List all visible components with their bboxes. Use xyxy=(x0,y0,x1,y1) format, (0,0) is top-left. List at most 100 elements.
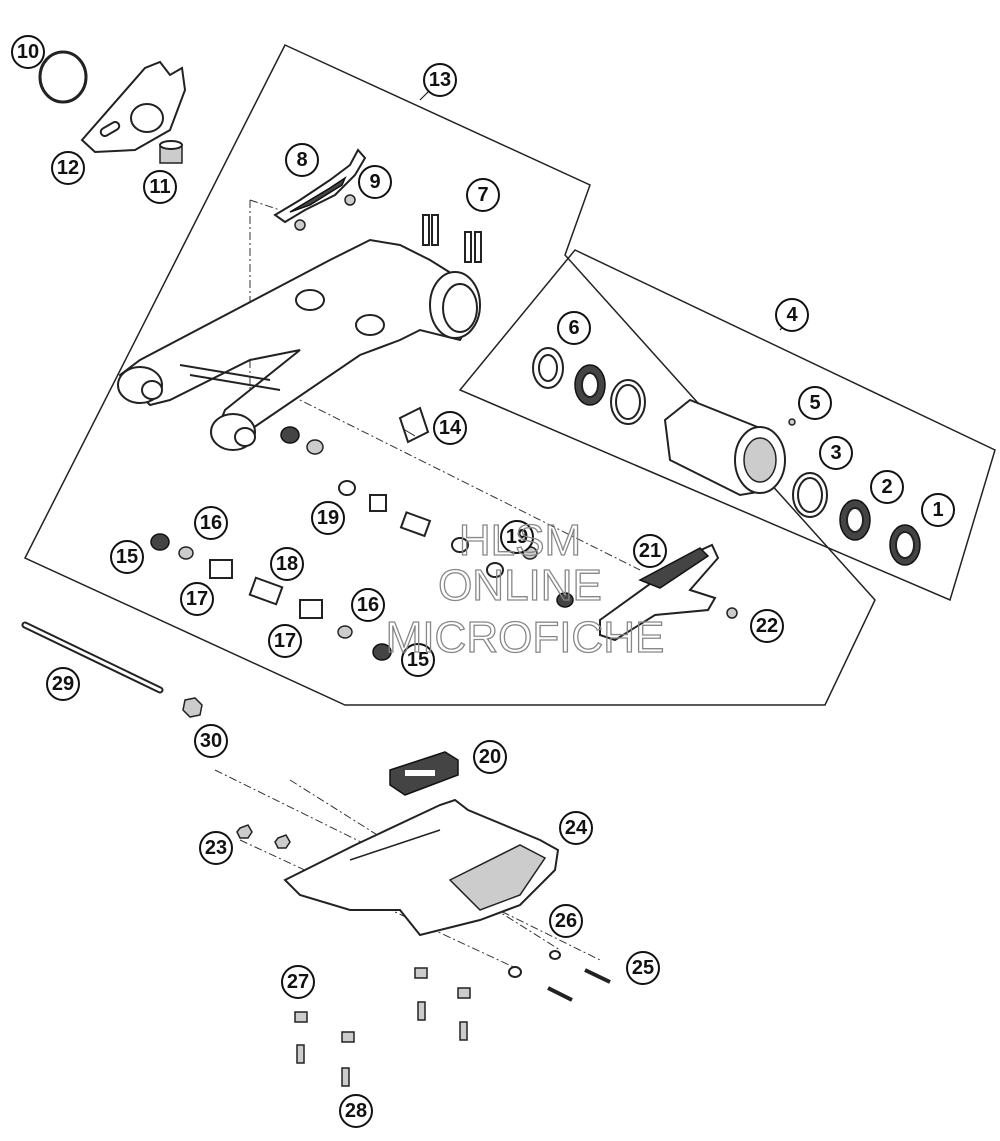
seal-ring-1-part xyxy=(889,524,921,566)
callout-label: 9 xyxy=(369,171,380,193)
callout-16-lower: 16 xyxy=(351,588,385,622)
callout-label: 15 xyxy=(407,649,429,671)
callout-26: 26 xyxy=(549,904,583,938)
watermark-line-3: MICROFICHE xyxy=(386,613,665,662)
skid-plate-part xyxy=(283,798,560,937)
callout-label: 11 xyxy=(149,176,170,198)
callout-27: 27 xyxy=(281,965,315,999)
ring-part-right xyxy=(792,472,828,518)
callout-label: 20 xyxy=(479,746,501,768)
chain-guide-rail-part xyxy=(273,148,367,224)
callout-7: 7 xyxy=(466,178,500,212)
callout-25: 25 xyxy=(626,951,660,985)
pivot-shaft-part xyxy=(21,621,164,694)
callout-label: 17 xyxy=(186,588,208,610)
callout-17-lower: 17 xyxy=(268,624,302,658)
callout-8: 8 xyxy=(285,143,319,177)
callout-13: 13 xyxy=(423,63,457,97)
callout-17-upper: 17 xyxy=(180,582,214,616)
screws-28-part xyxy=(296,1001,468,1087)
callout-label: 30 xyxy=(200,730,222,752)
callout-label: 5 xyxy=(809,392,820,414)
callout-16-upper: 16 xyxy=(194,506,228,540)
chain-slider-part xyxy=(599,543,720,642)
callout-28: 28 xyxy=(339,1094,373,1128)
swingarm-part xyxy=(117,238,482,451)
callout-label: 28 xyxy=(345,1100,367,1122)
callout-12: 12 xyxy=(51,151,85,185)
callout-label: 26 xyxy=(555,910,577,932)
callout-1: 1 xyxy=(921,493,955,527)
callout-label: 16 xyxy=(200,512,222,534)
callout-10: 10 xyxy=(11,35,45,69)
bearing-part-right xyxy=(839,499,871,541)
callout-30: 30 xyxy=(194,724,228,758)
callout-11: 11 xyxy=(143,170,177,204)
callout-label: 15 xyxy=(116,546,138,568)
rubber-bushings-27-part xyxy=(294,967,471,1043)
callout-19-right: 19 xyxy=(500,520,534,554)
watermark: HLSM ONLINE MICROFICHE xyxy=(385,515,665,662)
callout-label: 24 xyxy=(565,817,588,839)
callout-label: 1 xyxy=(932,499,943,521)
seal-ring-6-part xyxy=(532,347,564,389)
callout-label: 21 xyxy=(639,540,661,562)
callout-21: 21 xyxy=(633,534,667,568)
callout-23: 23 xyxy=(199,831,233,865)
callout-label: 13 xyxy=(429,69,451,91)
sticker-part xyxy=(398,406,430,444)
callout-24: 24 xyxy=(559,811,593,845)
callout-label: 14 xyxy=(439,417,462,439)
callout-2: 2 xyxy=(870,470,904,504)
callout-29: 29 xyxy=(46,667,80,701)
watermark-line-1: HLSM xyxy=(459,516,581,565)
watermark-line-2: ONLINE xyxy=(438,561,602,610)
swingarm-group-outline xyxy=(23,44,876,706)
chain-guide-plate-part xyxy=(80,60,187,154)
callout-9: 9 xyxy=(358,165,392,199)
callout-label: 22 xyxy=(756,615,778,637)
callout-3: 3 xyxy=(819,436,853,470)
callout-label: 27 xyxy=(287,971,309,993)
callout-label: 17 xyxy=(274,630,296,652)
callout-label: 23 xyxy=(205,837,227,859)
callout-label: 29 xyxy=(52,673,74,695)
ring-part-left xyxy=(610,379,646,425)
callout-4: 4 xyxy=(775,298,809,332)
callout-label: 7 xyxy=(477,184,488,206)
callout-6: 6 xyxy=(557,311,591,345)
callout-label: 19 xyxy=(317,507,339,529)
screw-22-part xyxy=(726,607,738,619)
callout-5: 5 xyxy=(798,386,832,420)
callout-15-lower: 15 xyxy=(401,643,435,677)
callout-label: 8 xyxy=(296,149,307,171)
washer-26-part xyxy=(508,950,561,978)
callout-15-upper: 15 xyxy=(110,540,144,574)
callout-label: 18 xyxy=(276,553,298,575)
bolts-part xyxy=(422,214,482,263)
callout-label: 4 xyxy=(786,304,798,326)
damper-part xyxy=(389,751,459,796)
eccentric-hub-part xyxy=(663,398,786,497)
callout-label: 2 xyxy=(881,476,892,498)
grease-nipple-part xyxy=(788,418,796,426)
callout-14: 14 xyxy=(433,411,467,445)
callout-22: 22 xyxy=(750,609,784,643)
callout-label: 25 xyxy=(632,957,654,979)
circlip-part xyxy=(38,50,88,104)
nut-23-part xyxy=(236,824,291,849)
callout-label: 3 xyxy=(830,442,841,464)
pivot-bearing-set-upper xyxy=(280,426,574,608)
callout-label: 10 xyxy=(17,41,39,63)
bushing-part xyxy=(159,140,183,164)
callout-20: 20 xyxy=(473,740,507,774)
nut-30-part xyxy=(182,697,203,718)
pivot-bearing-set-lower xyxy=(150,533,392,661)
hub-group-outline xyxy=(458,249,996,602)
callout-label: 19 xyxy=(506,526,528,548)
callout-label: 6 xyxy=(568,317,579,339)
screws-25-part xyxy=(547,968,611,1002)
callout-18: 18 xyxy=(270,547,304,581)
